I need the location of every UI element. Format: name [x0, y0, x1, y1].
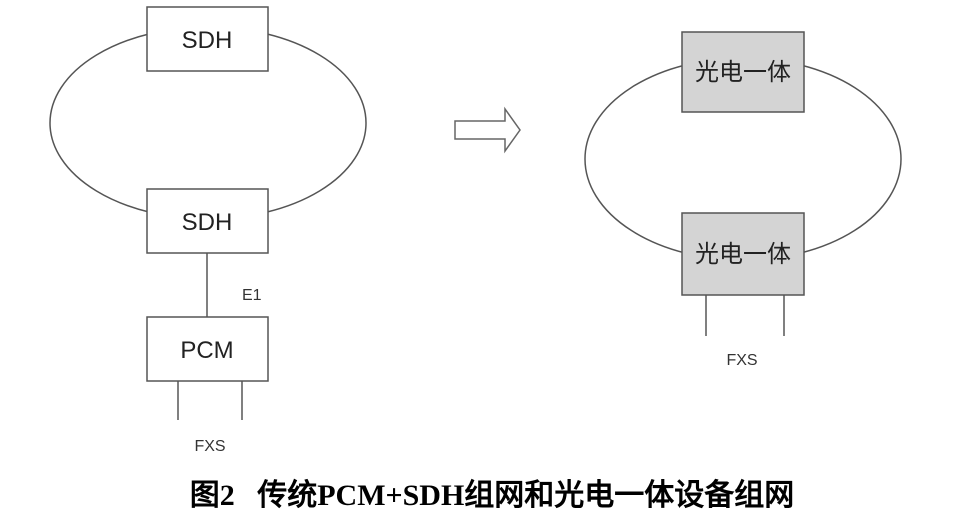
right-arrow-icon [454, 106, 521, 154]
left-top-sdh-node: SDH [146, 6, 269, 72]
right-network: 光电一体 光电一体 FXS [584, 31, 902, 369]
right-top-device-label: 光电一体 [695, 59, 791, 86]
left-bottom-sdh-label: SDH [182, 209, 233, 236]
right-fxs-label: FXS [726, 352, 757, 369]
left-top-sdh-label: SDH [182, 27, 233, 54]
e1-label: E1 [242, 287, 262, 304]
right-bottom-device-label: 光电一体 [695, 241, 791, 268]
figure-caption: 图2 传统PCM+SDH组网和光电一体设备组网 [190, 478, 795, 512]
left-bottom-sdh-node: SDH [146, 188, 269, 254]
left-fxs-label: FXS [194, 438, 225, 455]
left-network: SDH SDH E1 PCM FXS [49, 6, 367, 455]
right-top-device-node: 光电一体 [681, 31, 805, 113]
pcm-node: PCM [146, 316, 269, 382]
right-bottom-device-node: 光电一体 [681, 212, 805, 296]
pcm-label: PCM [180, 337, 233, 364]
